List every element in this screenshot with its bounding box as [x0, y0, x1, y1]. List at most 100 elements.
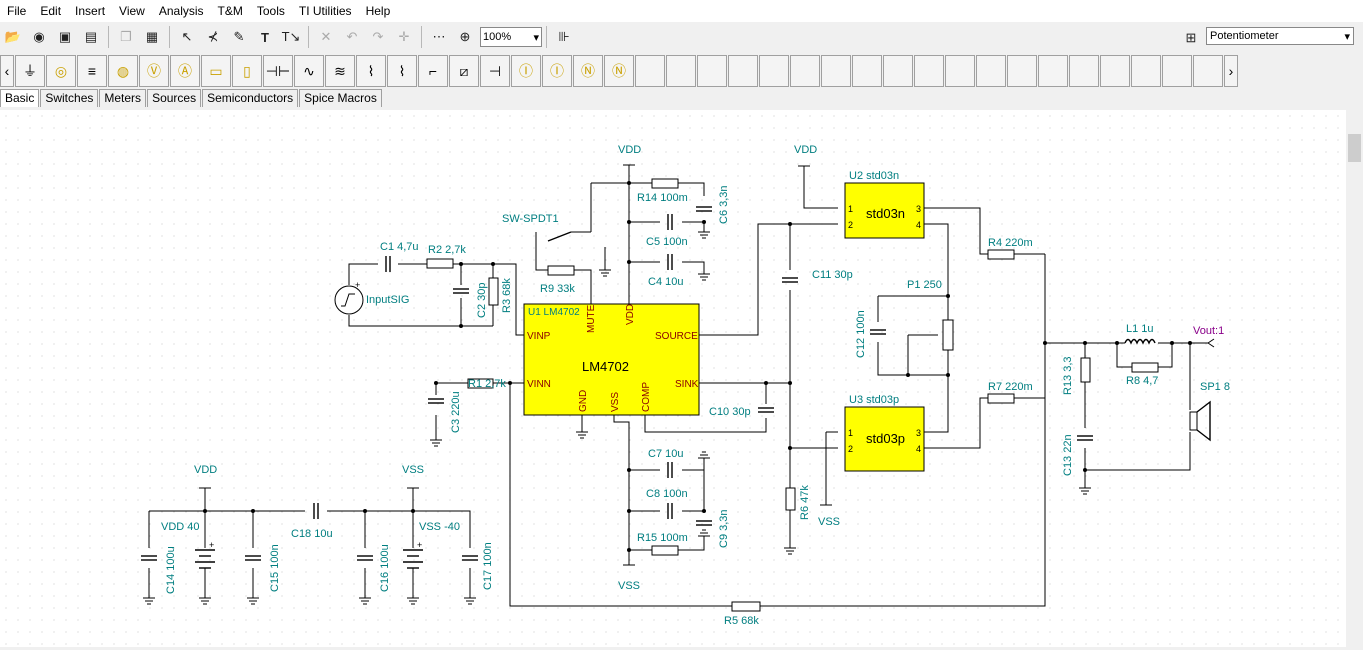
- r9-label: R9 33k: [540, 283, 575, 295]
- menu-file[interactable]: File: [7, 4, 27, 18]
- potentiometer-icon[interactable]: ▯: [232, 55, 262, 87]
- scrollbar-thumb[interactable]: [1348, 134, 1361, 162]
- tab-meters[interactable]: Meters: [99, 89, 147, 107]
- ns2-icon[interactable]: Ⓝ: [604, 55, 634, 87]
- copy-icon[interactable]: ❐: [120, 29, 132, 44]
- tab-basic[interactable]: Basic: [0, 89, 40, 107]
- lm4702-name: LM4702: [582, 359, 629, 374]
- menu-ti-utilities[interactable]: TI Utilities: [298, 4, 352, 18]
- battery-icon[interactable]: ◎: [46, 55, 76, 87]
- input-source-label: InputSIG: [366, 294, 409, 306]
- redo-icon[interactable]: ↷: [372, 29, 384, 44]
- empty-slot: [790, 55, 820, 87]
- empty-slot: [1038, 55, 1068, 87]
- voltage-source-icon[interactable]: ≡: [77, 55, 107, 87]
- rotate-icon[interactable]: ✛: [398, 29, 410, 44]
- u1-label: U1 LM4702: [528, 307, 580, 318]
- schematic: + VDD VDD VDD VSS VSS VSS R14 100m C5 10…: [141, 144, 1230, 627]
- c14-label: C14 100u: [165, 546, 177, 594]
- empty-slot: [1007, 55, 1037, 87]
- pencil-icon[interactable]: ✎: [233, 29, 245, 44]
- globe-icon[interactable]: ◉: [33, 29, 45, 44]
- std03p-ic[interactable]: [844, 406, 925, 472]
- ns-icon[interactable]: Ⓝ: [573, 55, 603, 87]
- c17-label: C17 100n: [482, 542, 494, 590]
- pin-number: 3: [916, 204, 921, 214]
- l1-label: L1 1u: [1126, 323, 1154, 335]
- menu-edit[interactable]: Edit: [40, 4, 62, 18]
- varistor-icon[interactable]: ⧄: [449, 55, 479, 87]
- label-icon[interactable]: T↘: [281, 29, 301, 44]
- zoom-select[interactable]: 100%▾: [480, 27, 542, 47]
- empty-slot: [852, 55, 882, 87]
- coupled-inductor-icon[interactable]: ≋: [325, 55, 355, 87]
- vss-label: VSS: [402, 464, 424, 476]
- empty-slot: [821, 55, 851, 87]
- open-folder-icon[interactable]: 📂: [4, 29, 22, 44]
- std03n-ic[interactable]: [844, 182, 925, 239]
- select-arrow-icon[interactable]: ↖: [181, 29, 193, 44]
- menu-help[interactable]: Help: [365, 4, 391, 18]
- find-component-icon[interactable]: ⊞: [1185, 30, 1197, 45]
- ic2-icon[interactable]: Ⓘ: [542, 55, 572, 87]
- empty-slot: [1162, 55, 1192, 87]
- paste-icon[interactable]: ▦: [145, 29, 159, 44]
- tab-semiconductors[interactable]: Semiconductors: [202, 89, 299, 107]
- voltmeter-icon[interactable]: Ⓥ: [139, 55, 169, 87]
- vdd-label: VDD: [194, 464, 217, 476]
- menu-tm[interactable]: T&M: [217, 4, 243, 18]
- component-combo[interactable]: Potentiometer▾: [1206, 27, 1354, 45]
- pin-vss: VSS: [610, 392, 621, 412]
- diode-icon[interactable]: ⊣: [480, 55, 510, 87]
- save-icon[interactable]: ▣: [58, 29, 72, 44]
- schematic-canvas[interactable]: + VDD VDD VDD VSS VSS VSS R14 100m C5 10…: [0, 110, 1346, 647]
- text-icon[interactable]: T: [261, 29, 269, 45]
- vertical-scrollbar[interactable]: [1346, 110, 1363, 647]
- scroll-left-icon[interactable]: ‹: [0, 55, 14, 87]
- menu-insert[interactable]: Insert: [75, 4, 106, 18]
- menu-analysis[interactable]: Analysis: [158, 4, 204, 18]
- empty-slot: [759, 55, 789, 87]
- ground-icon[interactable]: ⏚: [15, 55, 45, 87]
- delete-icon[interactable]: ✕: [320, 29, 332, 44]
- ammeter-icon[interactable]: Ⓐ: [170, 55, 200, 87]
- menu-tools[interactable]: Tools: [256, 4, 285, 18]
- inductor-icon[interactable]: ∿: [294, 55, 324, 87]
- scroll-right-icon[interactable]: ›: [1224, 55, 1238, 87]
- pin-vinn: VINN: [527, 379, 551, 390]
- undo-icon[interactable]: ↶: [346, 29, 358, 44]
- toolbar-separator: [308, 26, 309, 48]
- zoom-icon[interactable]: ⊕: [459, 29, 471, 44]
- vout-label: Vout:1: [1193, 325, 1224, 337]
- vss40-label: VSS -40: [419, 521, 460, 533]
- ic-icon[interactable]: Ⓘ: [511, 55, 541, 87]
- transformer-icon[interactable]: ⌇: [356, 55, 386, 87]
- wire-icon[interactable]: ⊀: [207, 29, 219, 44]
- c2-label: C2 30p: [476, 283, 488, 318]
- capacitor-icon[interactable]: ⊣⊢: [263, 55, 293, 87]
- empty-slot: [1131, 55, 1161, 87]
- lm4702-ic[interactable]: [523, 303, 700, 416]
- current-source-icon[interactable]: ◍: [108, 55, 138, 87]
- tab-sources[interactable]: Sources: [147, 89, 202, 107]
- resistor-icon[interactable]: ▭: [201, 55, 231, 87]
- main-toolbar: 📂 ◉ ▣ ▤ ❐ ▦ ↖ ⊀ ✎ T T↘ ✕ ↶ ↷ ✛ ⋯ ⊕ 100%▾…: [0, 23, 1363, 51]
- empty-slot: [697, 55, 727, 87]
- sp1-label: SP1 8: [1200, 381, 1230, 393]
- grid-icon[interactable]: ⋯: [432, 29, 446, 44]
- pin-number: 1: [848, 428, 853, 438]
- toolbar-separator: [169, 26, 170, 48]
- empty-slot: [914, 55, 944, 87]
- r7-label: R7 220m: [988, 381, 1033, 393]
- c10-label: C10 30p: [709, 406, 751, 418]
- tab-spice-macros[interactable]: Spice Macros: [299, 89, 382, 107]
- open-icon[interactable]: ▤: [84, 29, 98, 44]
- empty-slot: [883, 55, 913, 87]
- c3-label: C3 220u: [450, 391, 462, 433]
- r5-label: R5 68k: [724, 615, 759, 627]
- tab-switches[interactable]: Switches: [40, 89, 99, 107]
- component-probe-icon[interactable]: ⊪: [558, 29, 570, 44]
- menu-view[interactable]: View: [119, 4, 145, 18]
- switch-icon[interactable]: ⌐: [418, 55, 448, 87]
- transformer2-icon[interactable]: ⌇: [387, 55, 417, 87]
